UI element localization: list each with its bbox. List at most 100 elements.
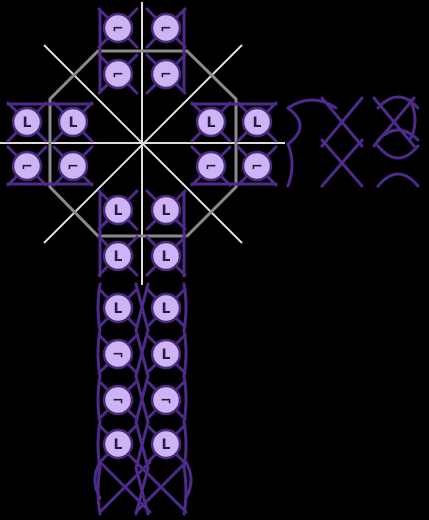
pin-node: L <box>150 428 182 460</box>
pin-node-circle <box>102 194 134 226</box>
guide-lines <box>0 2 285 285</box>
stem-braid-thread <box>182 328 188 378</box>
pin-node-label: L <box>162 249 171 265</box>
tail-cross-thread <box>98 460 152 514</box>
pin-node-label: L <box>114 437 123 453</box>
pin-node-circle <box>150 240 182 272</box>
pin-node-circle <box>57 106 89 138</box>
pin-node-label: L <box>114 249 123 265</box>
pin-node-label: L <box>207 115 216 131</box>
stem-braid-thread <box>96 374 102 424</box>
pin-node-circle <box>102 292 134 324</box>
tail-curve-thread <box>184 460 193 500</box>
pin-node: ¬ <box>102 384 134 416</box>
pin-node-label: L <box>162 301 171 317</box>
pin-node: L <box>195 106 227 138</box>
stem-braid-thread <box>182 374 188 424</box>
pin-nodes: ⌐ ⌐ ⌐ ⌐ L L ⌐ ⌐ L L ⌐ ⌐ L L L L L L ¬ L ¬ ¬ L L <box>11 12 273 460</box>
pin-node-circle <box>102 240 134 272</box>
pin-node: L <box>102 240 134 272</box>
pin-node-label: ⌐ <box>67 159 79 175</box>
pin-node-label: L <box>162 203 171 219</box>
pin-node-label: L <box>114 203 123 219</box>
side-pattern-arc-right-mid <box>376 128 420 142</box>
pin-node-circle <box>150 338 182 370</box>
pin-node-label: ¬ <box>112 347 124 363</box>
pin-node-label: ⌐ <box>160 21 172 37</box>
pin-node-circle <box>102 58 134 90</box>
pin-node-circle <box>150 384 182 416</box>
stem-braid-thread <box>182 282 188 332</box>
pin-node: L <box>102 292 134 324</box>
stem-braid-thread <box>134 282 150 332</box>
pin-node: L <box>102 194 134 226</box>
pin-node-label: L <box>114 301 123 317</box>
tail-cross-thread <box>134 460 188 514</box>
pin-node: L <box>150 194 182 226</box>
side-pattern-cross-b <box>320 96 364 148</box>
pin-node-label: ⌐ <box>205 159 217 175</box>
pin-node-circle <box>150 12 182 44</box>
pin-node-circle <box>150 58 182 90</box>
pin-node-label: L <box>23 115 32 131</box>
side-pattern-arc-top <box>286 98 338 110</box>
pin-node: L <box>150 240 182 272</box>
stem-braid-thread <box>96 282 102 332</box>
octagon-outline-shape <box>48 49 238 238</box>
pin-node: L <box>150 292 182 324</box>
pin-node: ⌐ <box>150 12 182 44</box>
pin-node-label: ⌐ <box>251 159 263 175</box>
side-pattern <box>286 95 420 188</box>
pin-node: ⌐ <box>57 150 89 182</box>
pin-node: ⌐ <box>241 150 273 182</box>
pin-node-circle <box>150 194 182 226</box>
pin-node-circle <box>102 338 134 370</box>
pin-node: ⌐ <box>195 150 227 182</box>
side-pattern-arc-left <box>286 106 302 146</box>
pin-node: ¬ <box>150 384 182 416</box>
side-pattern-cross-d <box>320 138 364 188</box>
side-pattern-arc-lower <box>286 142 294 188</box>
tail-curve-thread <box>93 460 102 500</box>
pin-node-circle <box>241 150 273 182</box>
pin-node-label: L <box>253 115 262 131</box>
pin-node-circle <box>102 384 134 416</box>
pin-node: L <box>11 106 43 138</box>
pin-node-label: ¬ <box>112 393 124 409</box>
pin-node-label: ⌐ <box>21 159 33 175</box>
pin-node: L <box>102 428 134 460</box>
side-pattern-arc-right-low <box>376 172 420 188</box>
pin-node: ⌐ <box>11 150 43 182</box>
stem-braid-thread <box>134 374 150 424</box>
pin-node-circle <box>195 106 227 138</box>
stem-braid-thread <box>96 328 102 378</box>
stem-braid-thread <box>134 328 150 378</box>
pin-node: ¬ <box>102 338 134 370</box>
pin-node-circle <box>241 106 273 138</box>
pin-node-label: L <box>69 115 78 131</box>
pin-node-label: ⌐ <box>112 67 124 83</box>
side-pattern-arc-edge <box>408 98 417 142</box>
pin-node: L <box>150 338 182 370</box>
pin-node-circle <box>11 106 43 138</box>
pin-node: L <box>241 106 273 138</box>
pin-node-label: L <box>162 347 171 363</box>
pin-node-circle <box>150 292 182 324</box>
pin-node-label: ¬ <box>160 393 172 409</box>
side-pattern-arc-right-top <box>376 95 420 110</box>
pin-node-circle <box>57 150 89 182</box>
pin-node: ⌐ <box>150 58 182 90</box>
pin-node-label: ⌐ <box>160 67 172 83</box>
octagon-outline <box>48 49 238 238</box>
pin-node-label: ⌐ <box>112 21 124 37</box>
pin-node: L <box>57 106 89 138</box>
diagonal-guide-line-b <box>43 44 243 244</box>
pin-node-circle <box>195 150 227 182</box>
pin-node: ⌐ <box>102 12 134 44</box>
pin-node-circle <box>11 150 43 182</box>
pin-node-circle <box>102 428 134 460</box>
pin-node: ⌐ <box>102 58 134 90</box>
side-pattern-arc-right-mid-b <box>376 144 420 160</box>
